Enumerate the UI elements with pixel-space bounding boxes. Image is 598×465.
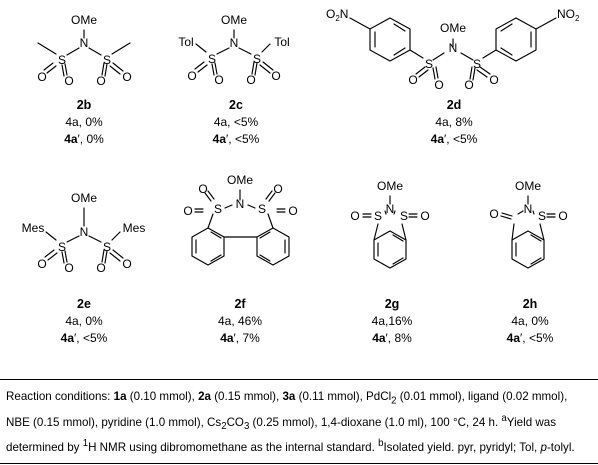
atom-o: O (434, 78, 443, 92)
yield-4a: 4a,16% (372, 314, 413, 328)
structure-2e: OMe Mes Mes N S S O O O O (22, 191, 146, 275)
atom-ome: OMe (515, 179, 541, 193)
yield-4a-prime: 4a′, 0% (64, 132, 104, 146)
yield-4a: 4a, 0% (65, 115, 103, 129)
atom-s: S (58, 53, 66, 67)
structure-2h: OMe N S O O (489, 179, 568, 269)
atom-ome: OMe (440, 21, 466, 35)
yield-4a-prime: 4a′, <5% (431, 132, 478, 146)
atom-tol: Tol (274, 35, 289, 49)
structure-2g: OMe N S S O O (350, 179, 430, 269)
atom-o: O (271, 69, 280, 83)
reagent-scheme: OMe N S S O O O O OMe Tol Tol N S S O O … (22, 7, 580, 345)
reaction-conditions-footnote: Reaction conditions: 1a (0.10 mmol), 2a … (6, 390, 575, 454)
yield-4a: 4a, 0% (511, 314, 549, 328)
atom-o: O (187, 69, 196, 83)
atom-n: N (449, 41, 458, 55)
atom-s: S (58, 240, 66, 254)
atom-o: O (350, 209, 359, 223)
atom-o: O (489, 207, 498, 221)
atom-o: O (420, 209, 429, 223)
compound-id: 2d (447, 98, 462, 112)
compound-id: 2c (229, 98, 243, 112)
atom-mes: Mes (22, 221, 45, 235)
atom-s: S (208, 52, 216, 66)
yield-4a-prime: 4a′, 7% (220, 331, 260, 345)
caption-divider (0, 379, 598, 380)
atom-o: O (96, 261, 105, 275)
atom-s: S (374, 209, 382, 223)
atom-s: S (473, 57, 481, 71)
atom-n: N (524, 202, 533, 216)
compound-id: 2h (523, 297, 538, 311)
atom-ome: OMe (227, 173, 253, 187)
compound-id: 2e (77, 297, 91, 311)
atom-n: N (236, 197, 245, 211)
yield-4a-prime: 4a′, <5% (507, 331, 554, 345)
atom-o: O (558, 209, 567, 223)
atom-ome: OMe (377, 179, 403, 193)
atom-s: S (253, 52, 261, 66)
atom-o: O (122, 257, 131, 271)
atom-o: O (288, 204, 297, 218)
atom-ome: OMe (71, 191, 97, 205)
compound-labels: 2b 4a, 0% 4a′, 0% 2c 4a, <5% 4a′, <5% 2d… (61, 98, 554, 345)
atom-s: S (400, 209, 408, 223)
atom-ome: OMe (221, 13, 247, 27)
atom-o: O (96, 74, 105, 88)
atom-s: S (103, 240, 111, 254)
atom-o: O (37, 70, 46, 84)
atom-s: S (425, 57, 433, 71)
yield-4a: 4a, <5% (214, 115, 259, 129)
compound-id: 2g (385, 297, 400, 311)
atom-o2n: O2N (326, 7, 348, 23)
atom-o: O (122, 70, 131, 84)
atom-tol: Tol (178, 35, 193, 49)
atom-o: O (464, 78, 473, 92)
atom-o: O (198, 182, 207, 196)
atom-n: N (80, 36, 89, 50)
structure-2b: OMe N S S O O O O (37, 13, 131, 88)
structure-2c: OMe Tol Tol N S S O O O O (178, 13, 289, 87)
yield-4a-prime: 4a′, <5% (61, 331, 108, 345)
yield-4a-prime: 4a′, <5% (213, 132, 260, 146)
yield-4a-prime: 4a′, 8% (372, 331, 412, 345)
compound-id: 2b (77, 98, 92, 112)
atom-o: O (273, 182, 282, 196)
yield-4a: 4a, 0% (65, 314, 103, 328)
structure-2f: OMe N S S O O O O (183, 173, 298, 266)
atom-o: O (64, 74, 73, 88)
atom-n: N (80, 225, 89, 239)
atom-s: S (538, 209, 546, 223)
atom-no2: NO2 (557, 7, 580, 23)
structure-2d: OMe N S S O O O O O2N NO2 (326, 7, 580, 92)
compound-id: 2f (234, 297, 246, 311)
atom-s: S (258, 202, 266, 216)
atom-o: O (37, 257, 46, 271)
atom-o: O (246, 73, 255, 87)
atom-mes: Mes (123, 221, 146, 235)
atom-ome: OMe (71, 13, 97, 27)
yield-4a: 4a, 8% (435, 115, 473, 129)
atom-o: O (214, 73, 223, 87)
atom-s: S (103, 53, 111, 67)
atom-s: S (214, 202, 222, 216)
atom-n: N (230, 36, 239, 50)
atom-o: O (408, 73, 417, 87)
atom-o: O (489, 73, 498, 87)
yield-4a: 4a, 46% (218, 314, 262, 328)
caption-divider (0, 463, 598, 464)
atom-n: N (386, 202, 395, 216)
atom-o: O (64, 261, 73, 275)
atom-o: O (183, 204, 192, 218)
